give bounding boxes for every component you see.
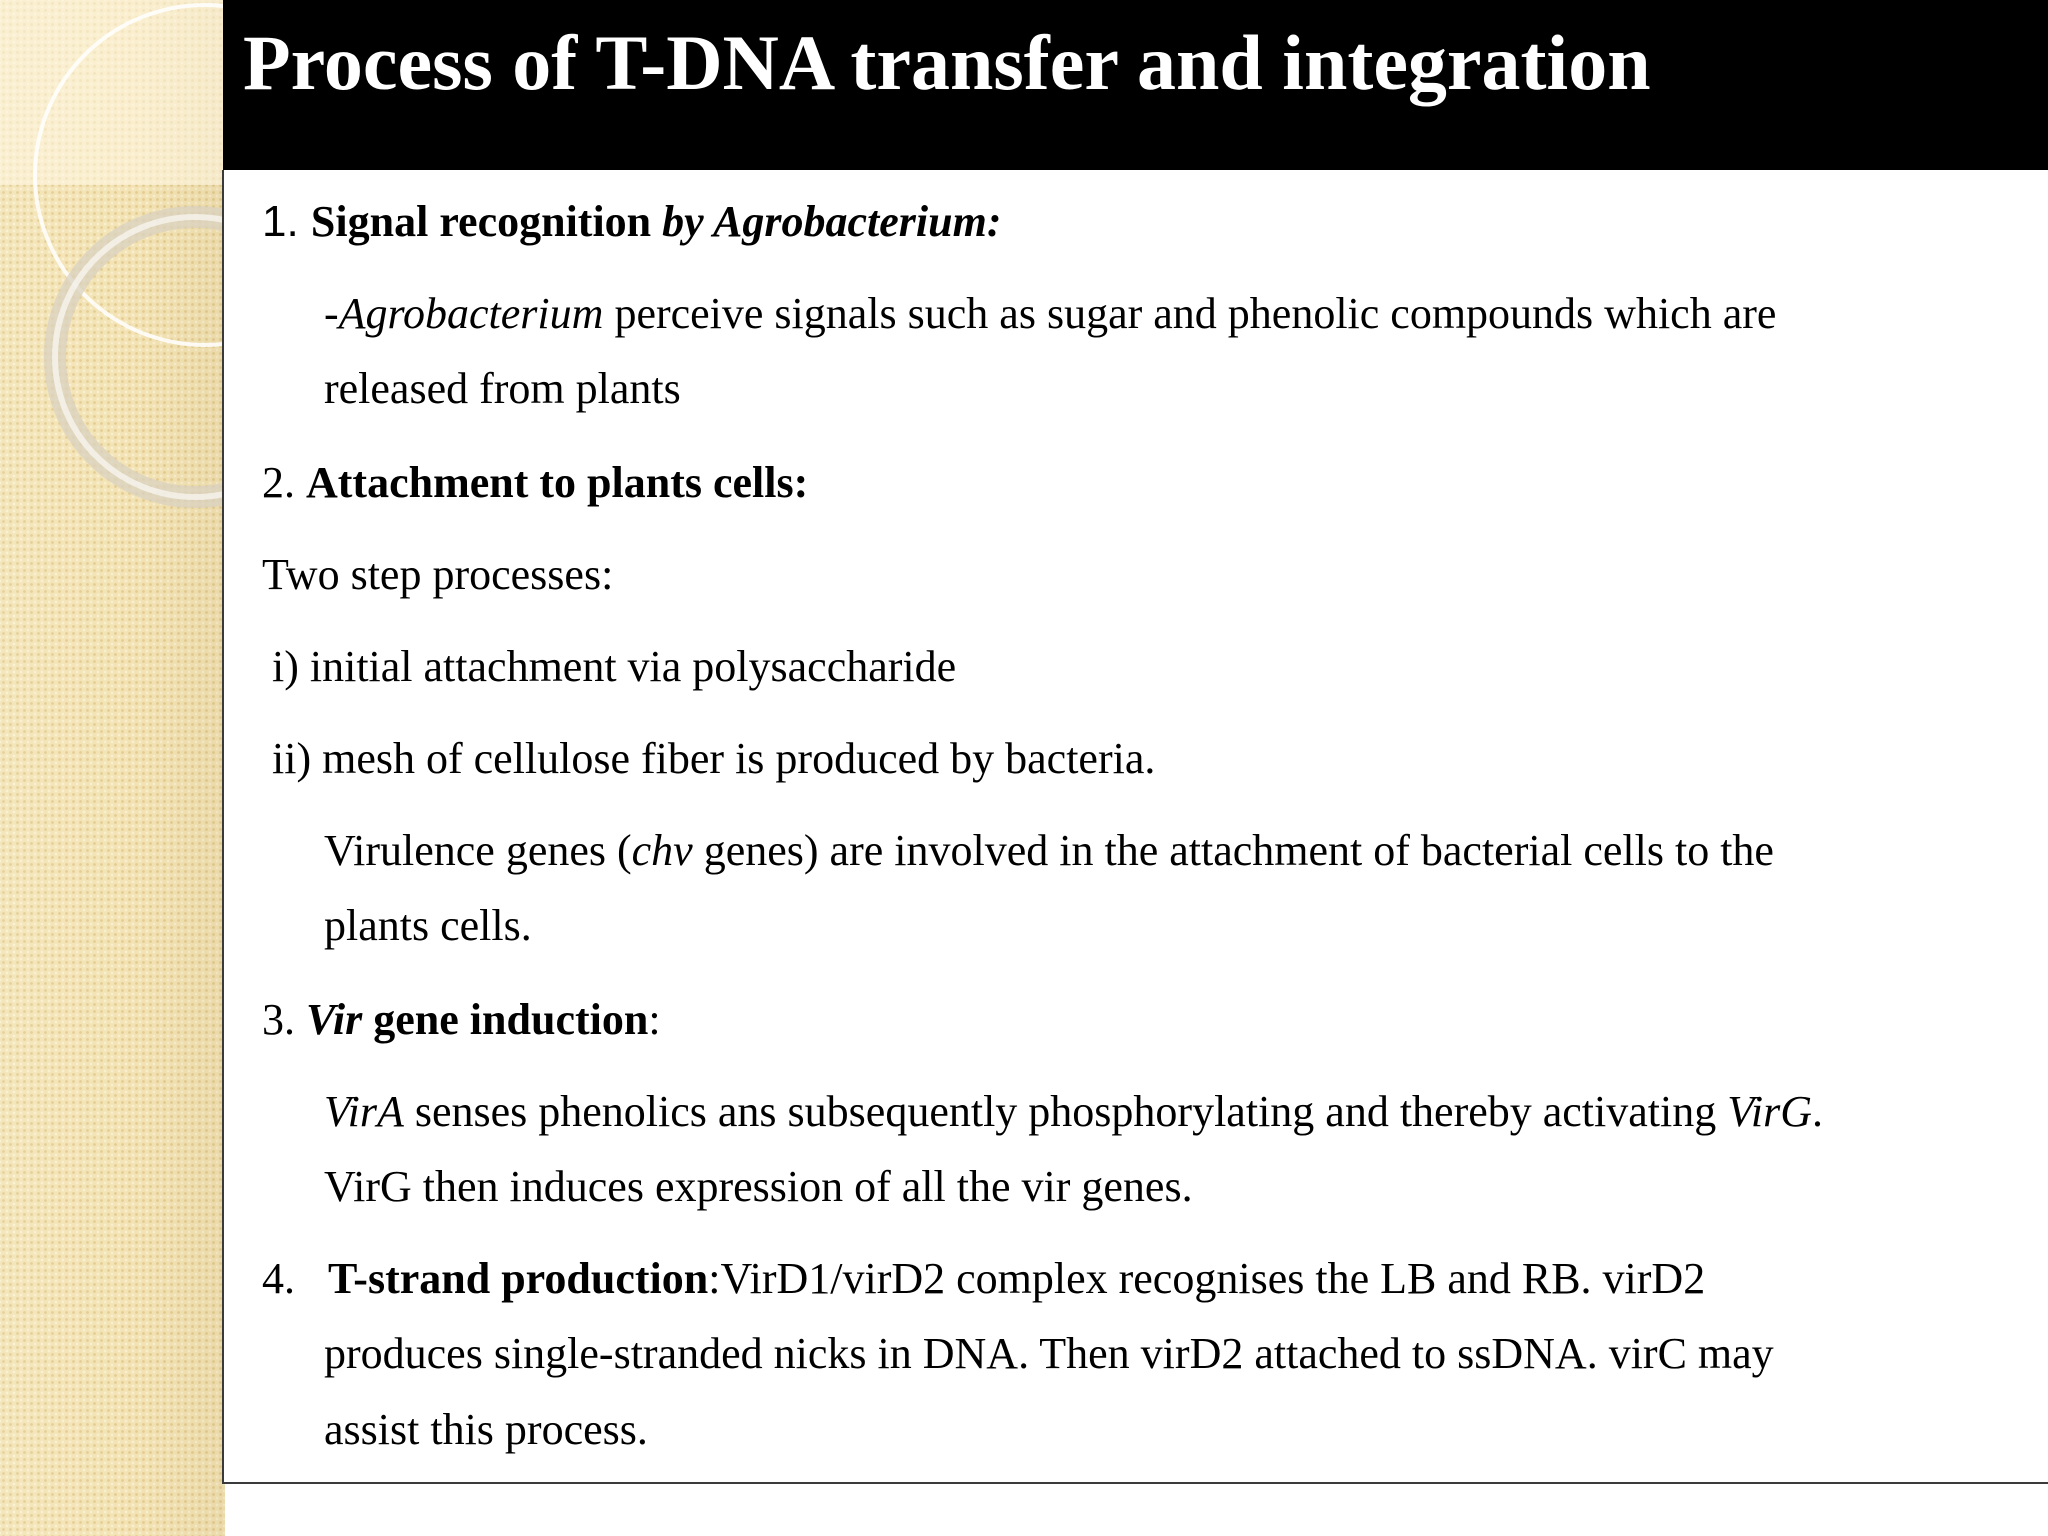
decorative-side-panel xyxy=(0,0,225,1536)
section-4-body-line-3: assist this process. xyxy=(324,1405,648,1454)
section-1-body-line-1: -Agrobacterium perceive signals such as … xyxy=(324,288,1776,340)
italic-term: VirA xyxy=(324,1087,404,1136)
section-2-body-line-1: Virulence genes (chv genes) are involved… xyxy=(324,825,1774,877)
section-number: 2. xyxy=(262,458,306,507)
body-text: :VirD1/virD2 complex recognises the LB a… xyxy=(708,1254,1706,1303)
heading-text: Signal recognition xyxy=(310,197,663,246)
section-number: 4. xyxy=(262,1254,328,1303)
heading-text: T-strand production xyxy=(328,1254,709,1303)
body-text: genes) are involved in the attachment of… xyxy=(692,826,1774,875)
italic-term: -Agrobacterium xyxy=(324,289,604,338)
decorative-rings xyxy=(33,3,225,508)
section-number: 3. xyxy=(262,995,306,1044)
italic-term: VirG xyxy=(1727,1087,1812,1136)
body-text: perceive signals such as sugar and pheno… xyxy=(603,289,1777,338)
body-text: senses phenolics ans subsequently phosph… xyxy=(403,1087,1728,1136)
body-text: . xyxy=(1811,1087,1823,1136)
section-2-step-i: i) initial attachment via polysaccharide xyxy=(272,642,957,691)
content-panel xyxy=(222,170,2048,1484)
body-text: Virulence genes ( xyxy=(324,826,632,875)
italic-term: chv xyxy=(631,826,693,875)
heading-text: Attachment to plants cells: xyxy=(306,458,809,507)
section-4-heading: 4. T-strand production:VirD1/virD2 compl… xyxy=(262,1253,1705,1305)
section-1-heading: 1. Signal recognition by Agrobacterium: xyxy=(262,196,1002,248)
section-2-step-ii: ii) mesh of cellulose fiber is produced … xyxy=(272,734,1156,783)
section-number: 1. xyxy=(262,197,311,246)
section-3-body-line-2: VirG then induces expression of all the … xyxy=(324,1162,1193,1211)
section-4-body-line-2: produces single-stranded nicks in DNA. T… xyxy=(324,1329,1774,1378)
heading-text: gene induction xyxy=(362,995,649,1044)
heading-colon: : xyxy=(648,995,661,1044)
heading-text-italic: by Agrobacterium: xyxy=(662,197,1002,246)
section-1-body-line-2: released from plants xyxy=(324,364,681,413)
heading-text-italic: Vir xyxy=(306,995,363,1044)
section-2-heading: 2. Attachment to plants cells: xyxy=(262,457,808,509)
title-bar xyxy=(223,0,2048,170)
section-3-heading: 3. Vir gene induction: xyxy=(262,994,661,1046)
slide-title: Process of T-DNA transfer and integratio… xyxy=(243,19,1651,106)
section-2-body-line-2: plants cells. xyxy=(324,901,532,950)
section-3-body-line-1: VirA senses phenolics ans subsequently p… xyxy=(324,1086,1823,1138)
section-2-subheading: Two step processes: xyxy=(262,550,614,599)
